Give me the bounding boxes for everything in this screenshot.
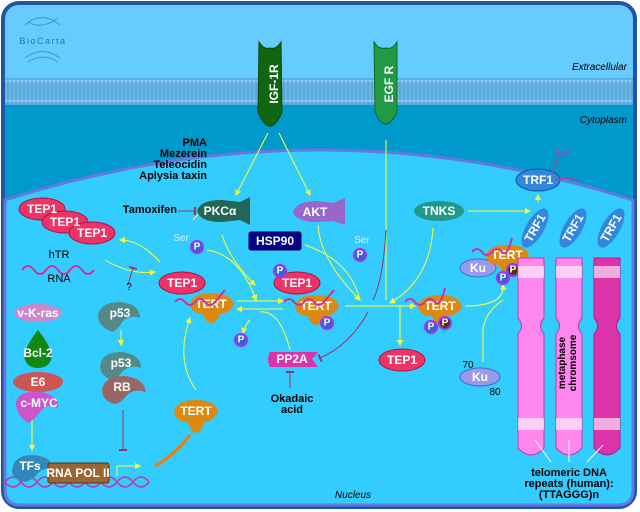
- proteins-tep1-label: TEP1: [387, 353, 417, 367]
- tep1-released[interactable]: TEP1: [378, 348, 426, 372]
- c-myc[interactable]: c-MYC: [16, 391, 59, 423]
- tnks[interactable]: TNKS: [414, 201, 464, 221]
- telomeric-dna-label: telomeric DNA repeats (human): (TTAGGG)n: [524, 467, 613, 501]
- acid-label: acid: [281, 404, 303, 416]
- chromosome-telomere-1-label: repeats (human):: [524, 478, 613, 490]
- proteins-tert-label: TERT: [491, 248, 523, 262]
- phospho-p-label: P: [428, 322, 435, 333]
- proteins-tert-label: TERT: [424, 299, 456, 313]
- phospho-p-label: P: [324, 318, 331, 329]
- transcription-arrow: [154, 434, 192, 468]
- phospho-p-label: P: [500, 273, 507, 284]
- phospho-p-label: P: [194, 242, 201, 253]
- proteins-pkc-label: PKCα: [204, 204, 237, 218]
- proteins-tep1-label: TEP1: [167, 276, 197, 290]
- chromosome-telomere-2-label: (TTAGGG)n: [539, 489, 600, 501]
- metaphase-chromosomes[interactable]: TRF1 TRF1 metaphase chromsome TRF1: [516, 204, 630, 463]
- nucleus-label: Nucleus: [335, 490, 371, 501]
- phospho-p-label: P: [357, 250, 364, 261]
- proteins-vkras-label: v-K-ras: [17, 306, 59, 320]
- proteins-ku70-label: 70: [462, 360, 474, 371]
- tep1-stack-label-1: TEP1: [27, 202, 57, 216]
- pkc-alpha[interactable]: PKCα: [197, 197, 250, 225]
- pp2a[interactable]: PP2A: [268, 352, 318, 367]
- proteins-ku-label: Ku: [470, 261, 486, 275]
- htr-rna: hTR RNA: [21, 249, 95, 285]
- proteins-cmyc-label: c-MYC: [20, 396, 58, 410]
- akt[interactable]: AKT: [293, 198, 345, 225]
- igf1r-label: IGF-1R: [267, 64, 281, 104]
- activator-teleocidin: Teleocidin: [153, 159, 207, 171]
- egfr-receptor[interactable]: EGF R: [373, 40, 398, 125]
- hsp90[interactable]: HSP90: [248, 231, 302, 251]
- htr-0-label: hTR: [49, 249, 70, 261]
- tep1-stack-label-3: TEP1: [77, 226, 107, 240]
- phospho-p-label: P: [238, 335, 245, 346]
- unknown-inhibition-label: ?: [126, 282, 132, 293]
- proteins-rb-label: RB: [113, 380, 131, 394]
- tep1-stack-label-2: TEP1: [50, 215, 80, 229]
- extracellular-label: Extracellular: [572, 62, 628, 73]
- proteins-tnks-label: TNKS: [423, 204, 456, 218]
- p53-rb-complex[interactable]: p53 RB: [100, 352, 146, 404]
- bcl-2[interactable]: Bcl-2: [23, 330, 53, 368]
- proteins-p53-label: p53: [110, 306, 131, 320]
- proteins-tfs-label: TFs: [19, 459, 41, 473]
- proteins-rnapol2-label: RNA POL II: [46, 466, 109, 480]
- ser-label-2: Ser: [354, 235, 370, 246]
- rna-pol-ii[interactable]: RNA POL II: [46, 462, 110, 484]
- proteins-tert-label: TERT: [180, 404, 212, 418]
- trf1-free[interactable]: TRF1: [515, 147, 581, 192]
- activator-aplysia-taxin: Aplysia taxin: [139, 170, 207, 182]
- proteins-bcl2-label: Bcl-2: [23, 346, 53, 360]
- proteins-ku80-label: 80: [489, 387, 501, 398]
- egfr-label: EGF R: [382, 65, 396, 102]
- cell-membrane: [5, 78, 633, 105]
- phospho-1: P: [190, 240, 204, 254]
- phospho-tep1-tert-complex[interactable]: TEP1 TERT P P: [273, 264, 339, 330]
- tep1-tert-complex[interactable]: TEP1 TERT: [158, 271, 234, 323]
- tep1-shape-3: [68, 221, 116, 245]
- tfs[interactable]: TFs: [12, 455, 52, 482]
- ser-label-1: Ser: [173, 233, 189, 244]
- proteins-tep1-label: TEP1: [282, 276, 312, 290]
- proteins-hsp90-label: HSP90: [256, 234, 294, 248]
- p53-free[interactable]: p53: [98, 302, 140, 332]
- proteins-e6-label: E6: [31, 375, 46, 389]
- ku-70-80[interactable]: Ku 70 80: [459, 360, 501, 398]
- v-k-ras[interactable]: v-K-ras: [14, 304, 62, 322]
- cytoplasm-label: Cytoplasm: [580, 115, 627, 126]
- tamoxifen-label: Tamoxifen: [123, 204, 177, 216]
- tert-new[interactable]: TERT: [174, 400, 218, 433]
- chromosome-label-2: chromsome: [568, 334, 579, 391]
- activator-list: PMA Mezerein Teleocidin Aplysia taxin: [139, 137, 207, 182]
- phospho-tert[interactable]: TERT P P: [404, 287, 462, 334]
- e6[interactable]: E6: [13, 372, 63, 392]
- logo-text: BioCarta: [19, 36, 66, 46]
- htr-1-label: RNA: [47, 273, 71, 285]
- proteins-ku-label: Ku: [472, 370, 488, 384]
- activator-pma: PMA: [183, 137, 208, 149]
- okadaic-label: Okadaic: [271, 393, 314, 405]
- activator-mezerein: Mezerein: [160, 148, 207, 160]
- proteins-akt-label: AKT: [303, 205, 328, 219]
- nucleus-region: [3, 148, 635, 507]
- ku-tert-complex[interactable]: Ku TERT P P: [459, 237, 529, 285]
- tep1-stack[interactable]: TEP1 TEP1 TEP1: [18, 197, 116, 245]
- chromosome-telomere-0-label: telomeric DNA: [531, 467, 607, 479]
- proteins-trf1-label: TRF1: [523, 173, 553, 187]
- phospho-p-label: P: [510, 265, 517, 276]
- proteins-p53-label: p53: [111, 356, 132, 370]
- proteins-pp2a-label: PP2A: [276, 352, 308, 366]
- chromosome-label-1: metaphase: [557, 336, 568, 389]
- phospho-2: P: [353, 248, 367, 262]
- phospho-p-label: P: [277, 266, 284, 277]
- phospho-released: P: [234, 333, 248, 347]
- phospho-p-label: P: [442, 318, 449, 329]
- igf1r-receptor[interactable]: IGF-1R: [257, 40, 283, 127]
- biocarta-logo: BioCarta: [19, 17, 66, 63]
